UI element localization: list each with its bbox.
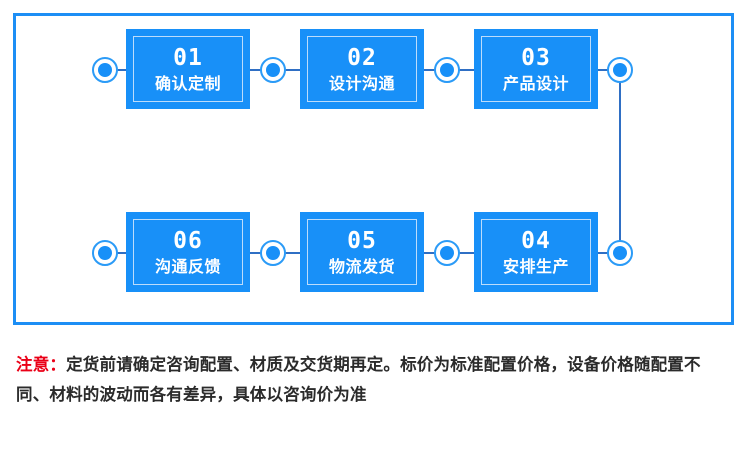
step-number-03: 03 <box>521 45 551 71</box>
step-number-01: 01 <box>173 45 203 71</box>
step-box-05-inner: 05 物流发货 <box>307 219 417 285</box>
node-circle-04-corner <box>607 240 633 266</box>
connector-step-03-to-04-vertical <box>619 69 621 254</box>
step-box-06[interactable]: 06 沟通反馈 <box>126 212 250 292</box>
step-box-05[interactable]: 05 物流发货 <box>300 212 424 292</box>
step-number-02: 02 <box>347 45 377 71</box>
step-label-01: 确认定制 <box>154 74 221 93</box>
node-circle-before-01 <box>92 57 118 83</box>
node-circle-05-06 <box>260 240 286 266</box>
step-box-02[interactable]: 02 设计沟通 <box>300 29 424 109</box>
node-circle-04-05 <box>434 240 460 266</box>
step-box-02-inner: 02 设计沟通 <box>307 36 417 102</box>
notice-text: 注意：定货前请确定咨询配置、材质及交货期再定。标价为标准配置价格，设备价格随配置… <box>16 350 734 410</box>
step-number-04: 04 <box>521 228 551 254</box>
step-box-04[interactable]: 04 安排生产 <box>474 212 598 292</box>
step-box-03-inner: 03 产品设计 <box>481 36 591 102</box>
step-label-04: 安排生产 <box>502 257 569 276</box>
step-box-06-inner: 06 沟通反馈 <box>133 219 243 285</box>
notice-keyword: 注意： <box>16 354 67 374</box>
step-label-05: 物流发货 <box>328 257 395 276</box>
flow-diagram: 01 确认定制 02 设计沟通 03 产品设计 06 沟通反馈 <box>0 0 750 330</box>
step-box-01[interactable]: 01 确认定制 <box>126 29 250 109</box>
step-number-05: 05 <box>347 228 377 254</box>
node-circle-03-corner <box>607 57 633 83</box>
node-circle-after-06 <box>92 240 118 266</box>
notice-body: 定货前请确定咨询配置、材质及交货期再定。标价为标准配置价格，设备价格随配置不同、… <box>16 354 701 404</box>
node-circle-02-03 <box>434 57 460 83</box>
step-number-06: 06 <box>173 228 203 254</box>
step-box-01-inner: 01 确认定制 <box>133 36 243 102</box>
step-box-04-inner: 04 安排生产 <box>481 219 591 285</box>
step-label-02: 设计沟通 <box>328 74 395 93</box>
step-label-03: 产品设计 <box>502 74 569 93</box>
step-label-06: 沟通反馈 <box>154 257 221 276</box>
step-box-03[interactable]: 03 产品设计 <box>474 29 598 109</box>
node-circle-01-02 <box>260 57 286 83</box>
